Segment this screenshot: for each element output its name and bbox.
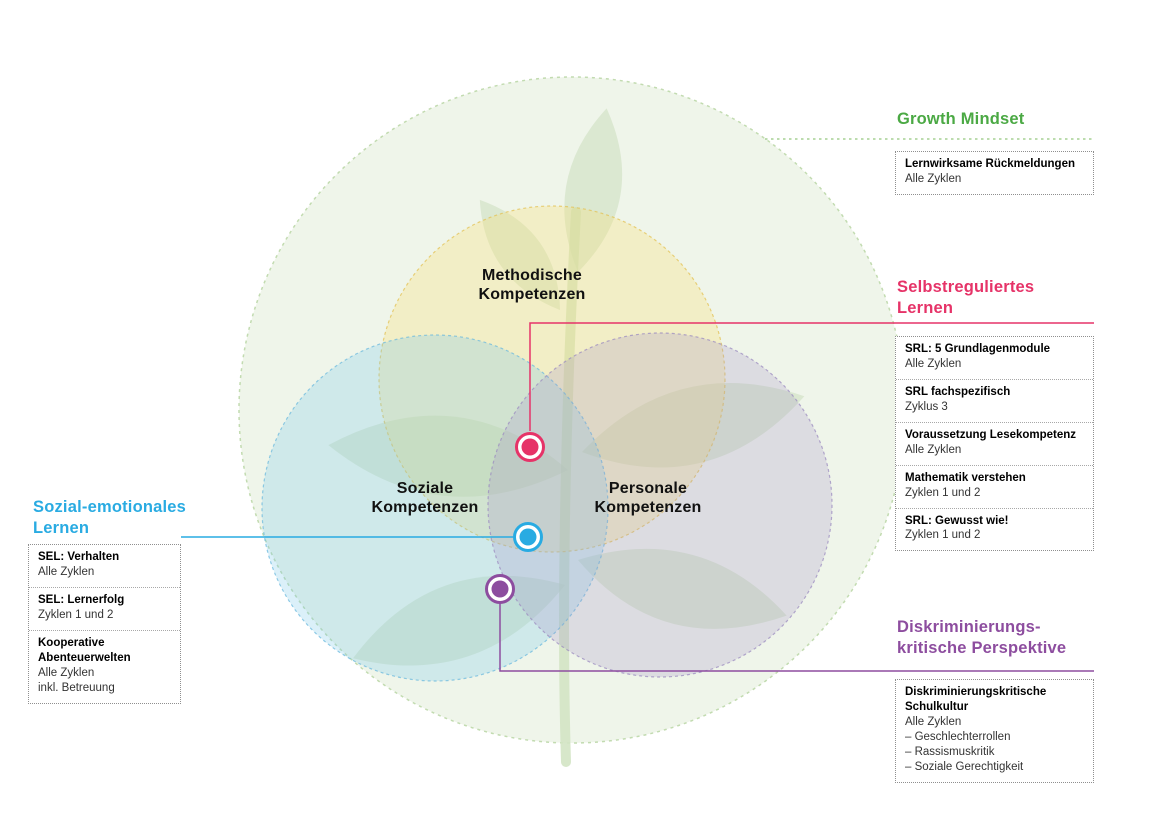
item-line: Zyklen 1 und 2 xyxy=(38,608,114,621)
venn-circle-methodische xyxy=(378,205,726,553)
item-line: – Rassismuskritik xyxy=(905,745,995,758)
item-title: SRL fachspezifisch xyxy=(905,385,1011,398)
list-item: SRL fachspezifisch Zyklus 3 xyxy=(896,378,1093,422)
venn-circle-soziale xyxy=(261,334,609,682)
label-personale-kompetenzen: Personale Kompetenzen xyxy=(558,479,738,517)
list-item: SEL: Verhalten Alle Zyklen xyxy=(29,545,180,587)
label-line: Methodische xyxy=(482,267,582,284)
item-line: – Geschlechterrollen xyxy=(905,730,1011,743)
dot-sel xyxy=(513,522,543,552)
label-line: Personale xyxy=(608,480,688,497)
callout-box-disk: Diskriminierungskritische Schulkultur Al… xyxy=(895,679,1094,783)
label-line: Kompetenzen xyxy=(478,286,586,304)
callout-box-sel: SEL: Verhalten Alle Zyklen SEL: Lernerfo… xyxy=(28,544,181,704)
label-methodische-kompetenzen: Methodische Kompetenzen xyxy=(442,266,622,304)
list-item: SEL: Lernerfolg Zyklen 1 und 2 xyxy=(29,586,180,630)
label-soziale-kompetenzen: Soziale Kompetenzen xyxy=(335,479,515,517)
list-item: Diskriminierungskritische Schulkultur Al… xyxy=(896,680,1093,782)
item-line: Alle Zyklen xyxy=(905,715,962,728)
callout-title-text: Selbstreguliertes xyxy=(897,278,1035,296)
item-title: Kooperative Abenteuerwelten xyxy=(38,636,131,664)
callout-title-text: kritische Perspektive xyxy=(897,638,1067,657)
item-line: – Soziale Gerechtigkeit xyxy=(905,760,1024,773)
item-title: SEL: Verhalten xyxy=(38,551,120,563)
list-item: SRL: 5 Grundlagenmodule Alle Zyklen xyxy=(896,337,1093,379)
label-line: Soziale xyxy=(396,480,454,497)
dot-disk xyxy=(485,574,515,604)
venn-circle-personale xyxy=(487,332,833,678)
callout-title-sozial-emotionales-lernen: Sozial-emotionales Lernen xyxy=(33,497,186,538)
item-line: Zyklen 1 und 2 xyxy=(905,486,981,499)
item-title: SEL: Lernerfolg xyxy=(38,593,125,606)
item-title: Lernwirksame Rückmeldungen xyxy=(905,158,1075,170)
list-item: Lernwirksame Rückmeldungen Alle Zyklen xyxy=(896,152,1093,194)
item-title: SRL: Gewusst wie! xyxy=(905,514,1009,527)
callout-box-srl: SRL: 5 Grundlagenmodule Alle Zyklen SRL … xyxy=(895,336,1094,552)
label-line: Kompetenzen xyxy=(594,499,702,517)
label-line: Kompetenzen xyxy=(371,499,479,517)
connector-line-disk xyxy=(499,603,1094,672)
item-line: Zyklus 3 xyxy=(905,400,948,413)
item-title: SRL: 5 Grundlagenmodule xyxy=(905,343,1051,355)
item-line: Zyklen 1 und 2 xyxy=(905,529,981,542)
callout-box-growth: Lernwirksame Rückmeldungen Alle Zyklen xyxy=(895,151,1094,195)
list-item: Mathematik verstehen Zyklen 1 und 2 xyxy=(896,464,1093,508)
callout-title-text: Growth Mindset xyxy=(897,110,1025,128)
callout-title-text: Lernen xyxy=(897,298,954,317)
callout-title-text: Sozial-emotionales xyxy=(33,498,187,516)
connector-line-srl xyxy=(529,322,1094,431)
list-item: Kooperative Abenteuerwelten Alle Zyklen … xyxy=(29,629,180,703)
item-line: Alle Zyklen xyxy=(38,666,95,679)
callout-title-diskriminierungskritische-perspektive: Diskriminierungs- kritische Perspektive xyxy=(897,617,1066,658)
item-title: Diskriminierungskritische Schulkultur xyxy=(905,686,1047,713)
item-line: Alle Zyklen xyxy=(905,172,962,185)
callout-title-growth-mindset: Growth Mindset xyxy=(897,109,1024,130)
callout-title-selbstreguliertes-lernen: Selbstreguliertes Lernen xyxy=(897,277,1034,318)
item-line: Alle Zyklen xyxy=(905,357,962,370)
item-line: Alle Zyklen xyxy=(905,443,962,456)
item-title: Voraussetzung Lesekompetenz xyxy=(905,428,1077,441)
list-item: Voraussetzung Lesekompetenz Alle Zyklen xyxy=(896,421,1093,465)
item-line: inkl. Betreuung xyxy=(38,681,115,694)
item-line: Alle Zyklen xyxy=(38,565,95,578)
callout-title-text: Diskriminierungs- xyxy=(897,618,1041,636)
list-item: SRL: Gewusst wie! Zyklen 1 und 2 xyxy=(896,507,1093,551)
item-title: Mathematik verstehen xyxy=(905,471,1026,484)
dot-srl xyxy=(515,432,545,462)
callout-title-text: Lernen xyxy=(33,518,90,537)
plant-stem xyxy=(559,207,581,767)
